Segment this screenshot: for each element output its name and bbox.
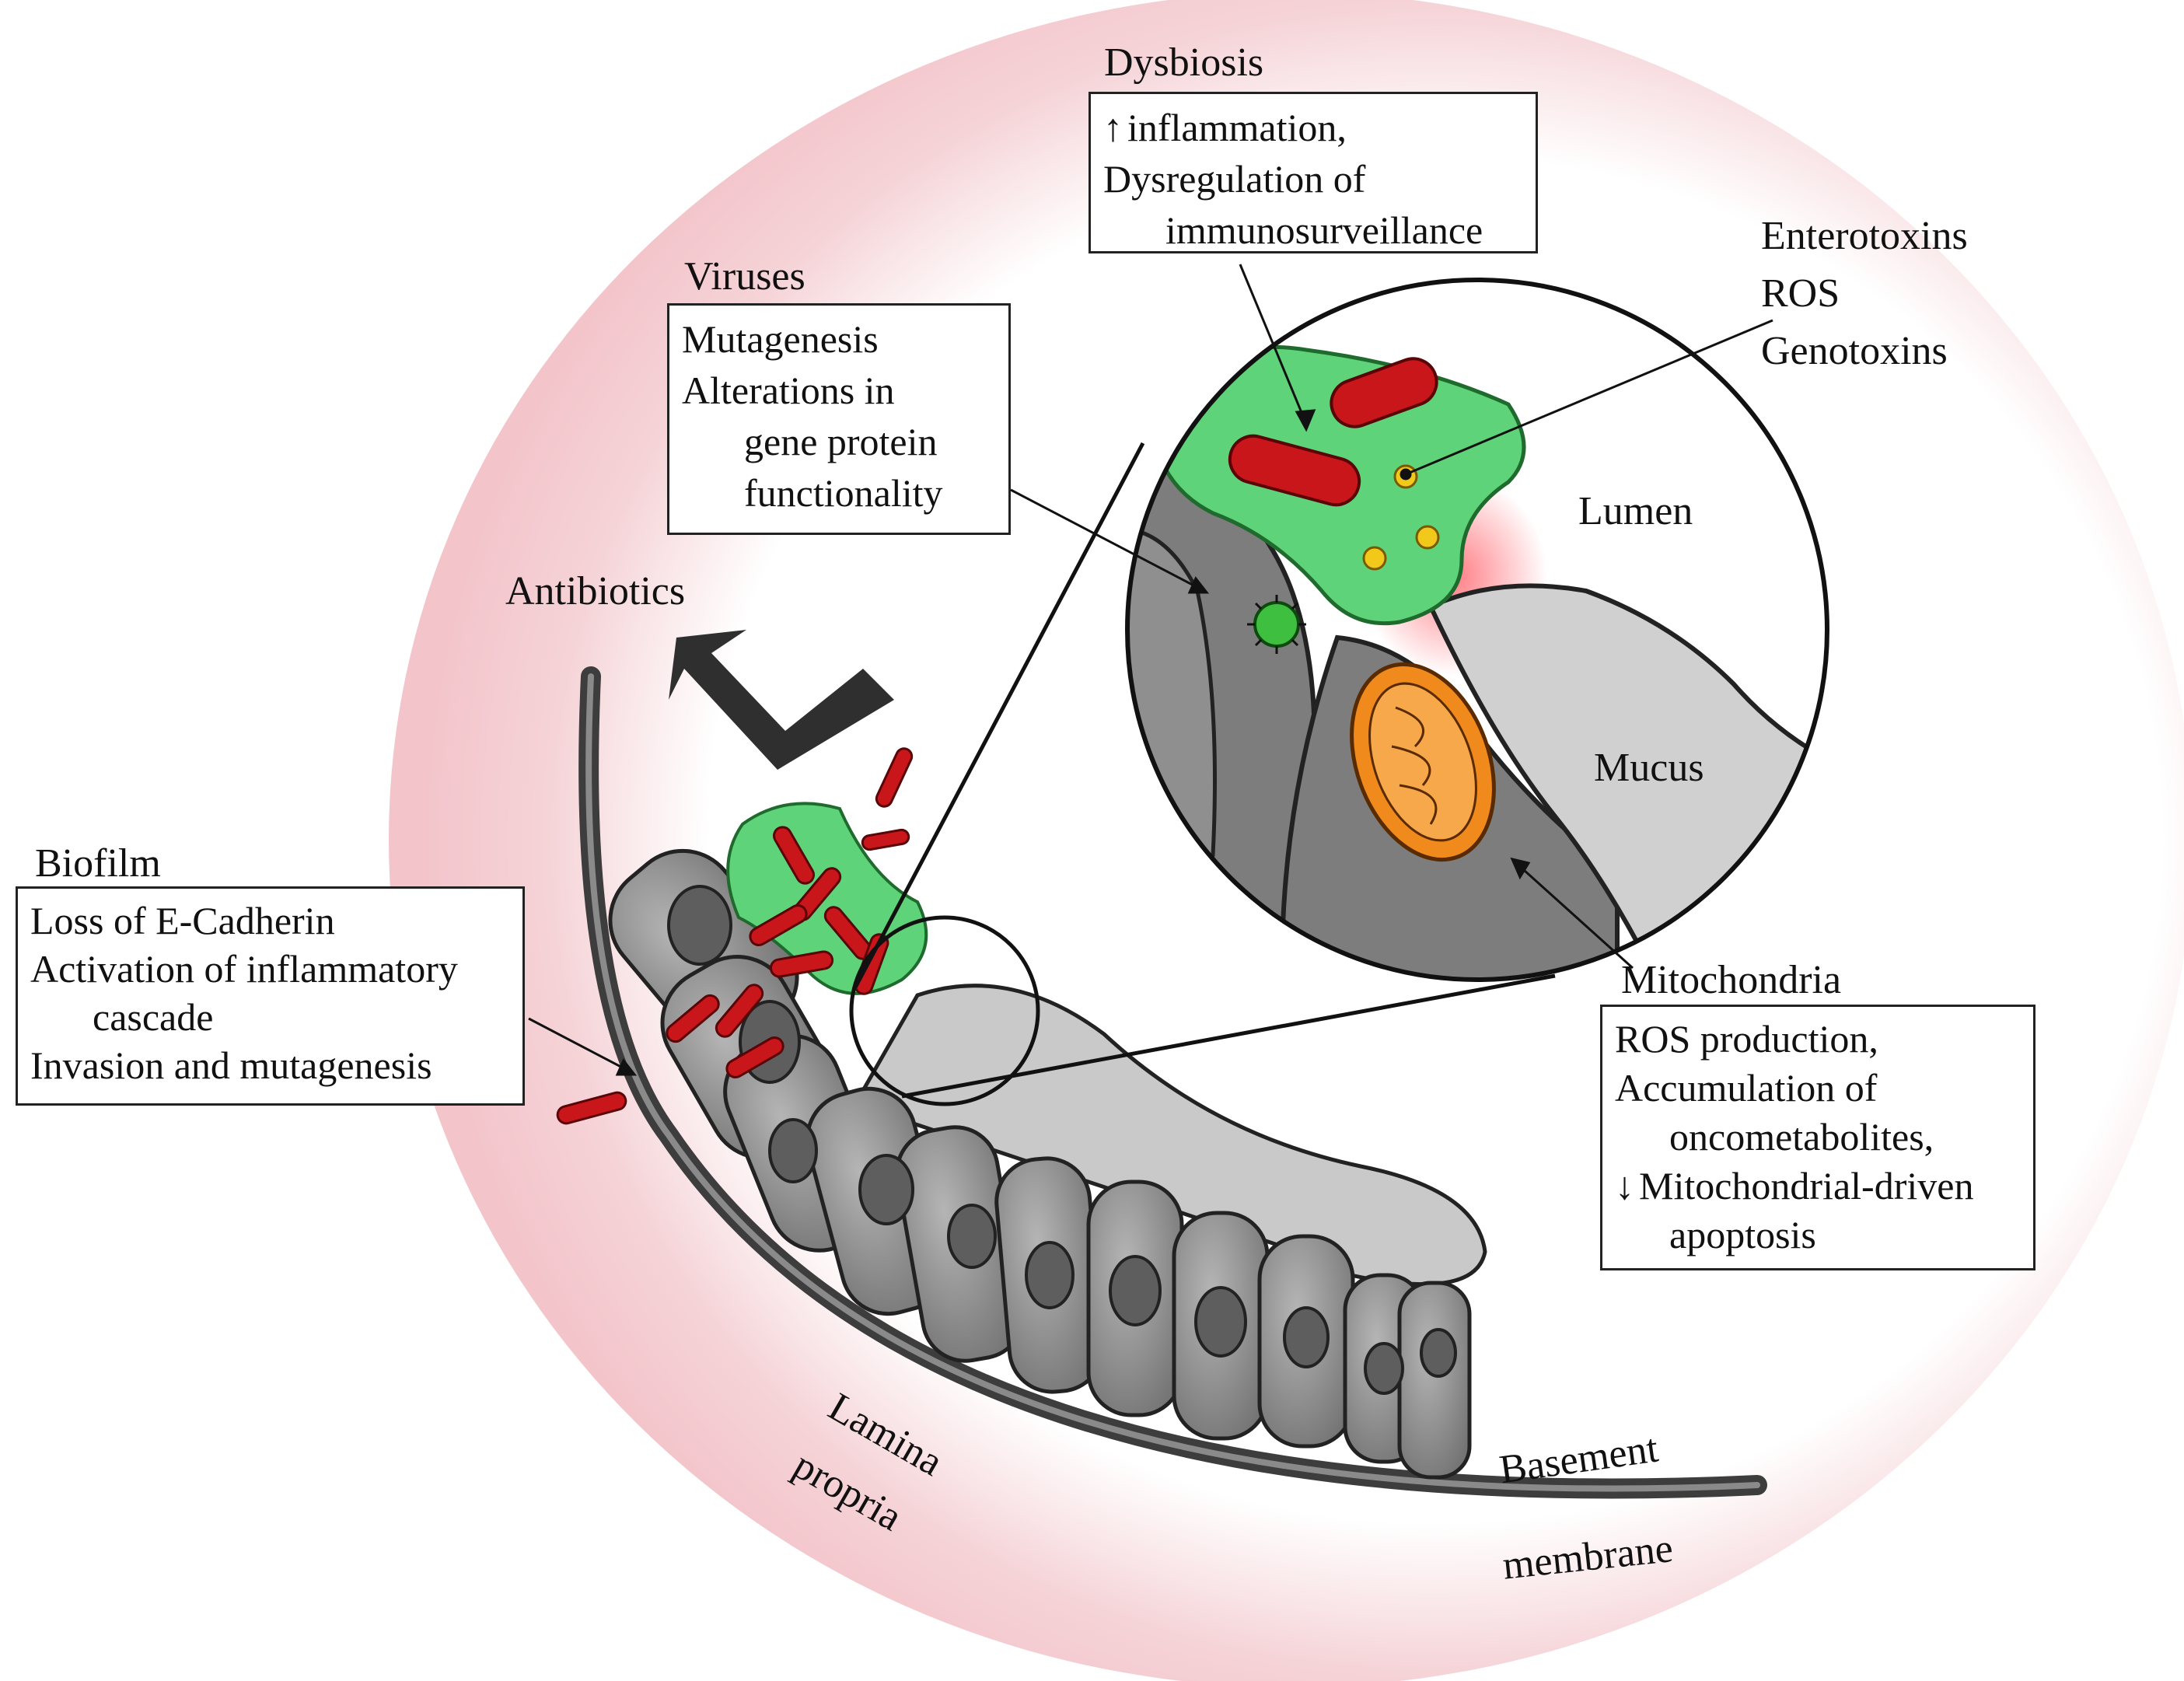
genotoxins-label: Genotoxins [1761,329,1948,373]
viruses-line: Alterations in [682,369,895,412]
mitochondria-line: Accumulation of [1615,1066,1878,1110]
lumen-label: Lumen [1578,489,1693,533]
biofilm-line: Activation of inflammatory [30,947,458,991]
mitochondria-line: ROS production, [1615,1017,1878,1061]
ros-label: ROS [1761,271,1840,316]
biofilm-line: cascade [93,995,214,1039]
dysbiosis-line: immunosurveillance [1165,208,1483,252]
virus-particle [1247,595,1306,654]
biofilm-box: Loss of E-Cadherin Activation of inflamm… [16,886,525,1106]
biofilm-line: Invasion and mutagenesis [30,1043,432,1087]
mucus-label: Mucus [1594,746,1704,790]
enterotoxins-label: Enterotoxins [1761,214,1968,258]
dysbiosis-line: Dysregulation of [1103,157,1366,201]
biofilm-label: Biofilm [35,841,161,886]
zoom-circle [1125,278,1829,982]
zoom-line [901,973,1556,1099]
zoom-bacterium [1228,434,1361,507]
epithelial-cell [1397,1281,1472,1480]
antibiotic-arrow [669,630,894,770]
viruses-line: functionality [744,471,943,515]
zoom-bacterium [1330,357,1438,428]
dysbiosis-box: inflammation, Dysregulation of immunosur… [1089,92,1538,253]
viruses-box: Mutagenesis Alterations in gene protein … [667,303,1011,535]
pointer-arrows [528,264,1773,1076]
magnifier-circle [849,915,1040,1106]
mitochondria-line: apoptosis [1669,1213,1816,1256]
toxin-spore [1362,546,1387,571]
viruses-line: Mutagenesis [682,317,879,361]
toxin-spore [1415,525,1440,550]
biofilm-line: Loss of E-Cadherin [30,899,335,942]
viruses-label: Viruses [684,254,805,299]
antibiotics-label: Antibiotics [505,569,686,613]
mitochondria-box: ROS production, Accumulation of oncometa… [1600,1005,2035,1270]
mitochondria-label: Mitochondria [1621,958,1842,1002]
mitochondria-line: oncometabolites, [1669,1115,1934,1159]
dysbiosis-line: inflammation, [1103,102,1523,153]
dysbiosis-label: Dysbiosis [1104,40,1264,85]
viruses-line: gene protein [744,420,938,463]
mitochondria-line: Mitochondrial-driven [1615,1162,2021,1211]
mitochondrion [1350,662,1496,862]
